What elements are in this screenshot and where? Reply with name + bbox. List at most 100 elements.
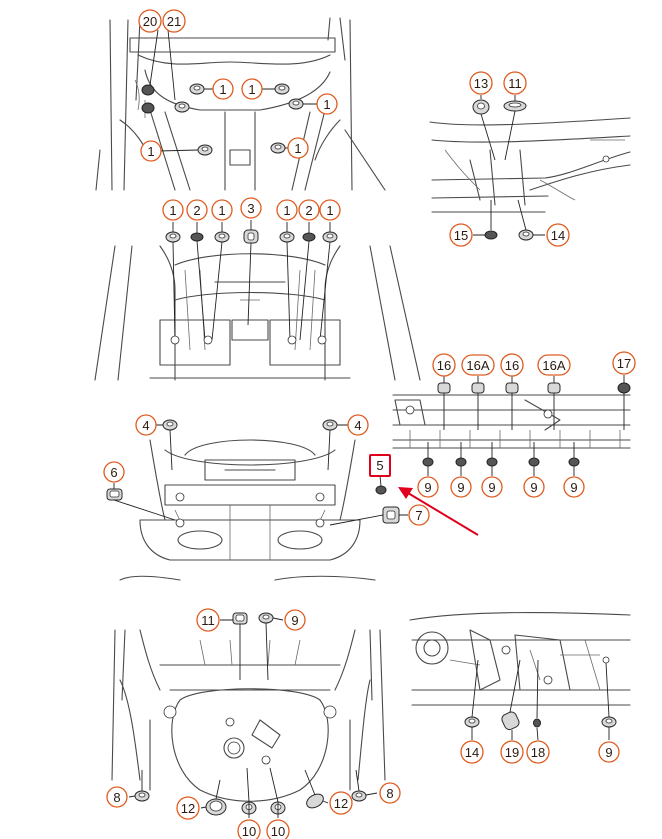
rear-floor-panel bbox=[106, 419, 408, 581]
callout-10-c10b: 10 bbox=[266, 819, 290, 839]
callout-9-c9a: 9 bbox=[417, 476, 439, 498]
callout-1-c1h: 1 bbox=[276, 199, 298, 221]
callout-text: 1 bbox=[294, 141, 301, 156]
callout-9-c9f: 9 bbox=[284, 609, 306, 631]
callout-text: 2 bbox=[193, 203, 200, 218]
callout-text: 19 bbox=[505, 745, 519, 760]
callout-1-c1d: 1 bbox=[140, 140, 162, 162]
callout-text: 18 bbox=[531, 745, 545, 760]
callout-text: 17 bbox=[617, 356, 631, 371]
callout-14-c14b: 14 bbox=[460, 740, 484, 764]
callout-7-c7: 7 bbox=[408, 504, 430, 526]
callout-text: 7 bbox=[415, 508, 422, 523]
callout-text: 8 bbox=[386, 786, 393, 801]
callout-text: 1 bbox=[323, 97, 330, 112]
mid-floor-panel bbox=[94, 220, 421, 381]
callout-6-c6: 6 bbox=[103, 461, 125, 483]
callout-text: 12 bbox=[334, 796, 348, 811]
callout-9-c9g: 9 bbox=[598, 741, 620, 763]
callout-1-c1a: 1 bbox=[212, 78, 234, 100]
callout-text: 3 bbox=[247, 201, 254, 216]
callout-9-c9e: 9 bbox=[563, 476, 585, 498]
callout-15-c15: 15 bbox=[449, 223, 473, 247]
callout-text: 16 bbox=[505, 358, 519, 373]
callout-11-c11b: 11 bbox=[196, 608, 220, 632]
callout-text: 10 bbox=[242, 824, 256, 839]
callout-text: 16 bbox=[437, 358, 451, 373]
callout-text: 1 bbox=[326, 203, 333, 218]
highlight-arrow bbox=[398, 487, 479, 536]
callout-2-c2a: 2 bbox=[186, 199, 208, 221]
callout-text: 9 bbox=[488, 480, 495, 495]
callout-1-c1e: 1 bbox=[287, 137, 309, 159]
callout-16A-c16A2: 16A bbox=[537, 354, 571, 376]
callout-1-c1i: 1 bbox=[319, 199, 341, 221]
callout-9-c9d: 9 bbox=[523, 476, 545, 498]
callout-text: 1 bbox=[248, 82, 255, 97]
callout-16-c16a: 16 bbox=[432, 353, 456, 377]
callout-text: 11 bbox=[508, 76, 522, 91]
callout-text: 2 bbox=[305, 203, 312, 218]
front-floor-panel bbox=[95, 17, 386, 191]
sill-bottom-panel bbox=[392, 375, 631, 476]
callout-text: 16A bbox=[466, 358, 489, 373]
callout-text: 1 bbox=[283, 203, 290, 218]
callout-12-c12b: 12 bbox=[329, 791, 353, 815]
callout-text: 4 bbox=[142, 418, 149, 433]
callout-text: 20 bbox=[143, 14, 157, 29]
callout-text: 9 bbox=[530, 480, 537, 495]
callout-text: 9 bbox=[605, 745, 612, 760]
callout-text: 9 bbox=[570, 480, 577, 495]
callout-10-c10a: 10 bbox=[237, 819, 261, 839]
callout-12-c12a: 12 bbox=[176, 796, 200, 820]
callout-text: 21 bbox=[167, 14, 181, 29]
callout-text: 13 bbox=[474, 76, 488, 91]
sill-detail-panel bbox=[429, 95, 631, 241]
callout-text: 1 bbox=[169, 203, 176, 218]
callout-text: 1 bbox=[218, 203, 225, 218]
callout-20-c20: 20 bbox=[138, 9, 162, 33]
callout-text: 6 bbox=[110, 465, 117, 480]
callout-text: 1 bbox=[219, 82, 226, 97]
callout-text: 12 bbox=[181, 801, 195, 816]
callout-16A-c16A1: 16A bbox=[461, 354, 495, 376]
callout-11-c11a: 11 bbox=[503, 71, 527, 95]
callout-19-c19: 19 bbox=[500, 740, 524, 764]
callout-4-c4a: 4 bbox=[135, 414, 157, 436]
callout-text: 4 bbox=[354, 418, 361, 433]
callout-3-c3: 3 bbox=[240, 197, 262, 219]
callout-text: 14 bbox=[465, 745, 479, 760]
callout-9-c9b: 9 bbox=[450, 476, 472, 498]
callout-18-c18: 18 bbox=[526, 740, 550, 764]
callout-text: 15 bbox=[454, 228, 468, 243]
callout-16-c16b: 16 bbox=[500, 353, 524, 377]
callout-9-c9c: 9 bbox=[481, 476, 503, 498]
callout-text: 11 bbox=[201, 613, 215, 628]
callout-2-c2b: 2 bbox=[298, 199, 320, 221]
rear-underbody-panel bbox=[111, 612, 386, 818]
callout-1-c1b: 1 bbox=[241, 78, 263, 100]
callout-text: 10 bbox=[271, 824, 285, 839]
callout-text: 5 bbox=[376, 458, 383, 473]
callout-5-c5: 5 bbox=[369, 454, 391, 477]
callout-8-c8a: 8 bbox=[106, 786, 128, 808]
callout-21-c21: 21 bbox=[162, 9, 186, 33]
callout-1-c1g: 1 bbox=[211, 199, 233, 221]
rear-side-panel bbox=[409, 612, 631, 741]
callout-1-c1f: 1 bbox=[162, 199, 184, 221]
callout-17-c17: 17 bbox=[612, 351, 636, 375]
callout-text: 14 bbox=[551, 228, 565, 243]
callout-text: 1 bbox=[147, 144, 154, 159]
callout-1-c1c: 1 bbox=[316, 93, 338, 115]
callout-13-c13: 13 bbox=[469, 71, 493, 95]
callout-text: 9 bbox=[424, 480, 431, 495]
callout-text: 9 bbox=[457, 480, 464, 495]
callout-text: 8 bbox=[113, 790, 120, 805]
callout-text: 9 bbox=[291, 613, 298, 628]
callout-text: 16A bbox=[542, 358, 565, 373]
callout-4-c4b: 4 bbox=[347, 414, 369, 436]
callout-14-c14a: 14 bbox=[546, 223, 570, 247]
